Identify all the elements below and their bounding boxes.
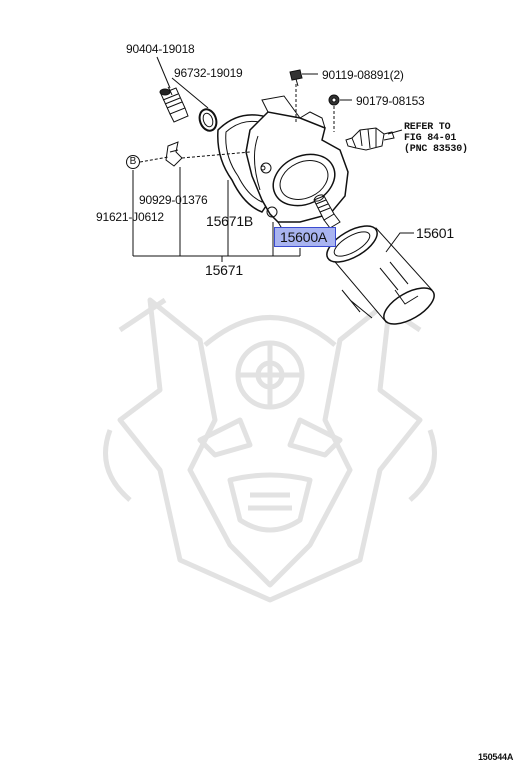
plug-part-icon: [159, 86, 189, 123]
part-label-90179-08153[interactable]: 90179-08153: [356, 94, 425, 108]
reference-line-3[interactable]: (PNC 83530): [404, 144, 468, 155]
reference-line-1: REFER TO: [404, 122, 451, 133]
highlighted-part-box: [274, 227, 336, 247]
part-label-15671b[interactable]: 15671B: [206, 213, 254, 229]
bolt-icon: [289, 69, 303, 87]
clip-icon: [165, 141, 183, 167]
oil-pressure-switch-icon: [345, 127, 395, 151]
diagram-code: 150544A: [478, 752, 514, 762]
part-label-15600a[interactable]: 15600A: [280, 229, 328, 245]
part-label-15601[interactable]: 15601: [416, 225, 454, 241]
part-label-96732-19019[interactable]: 96732-19019: [174, 66, 243, 80]
part-label-15671[interactable]: 15671: [205, 262, 243, 278]
nut-icon: [328, 94, 340, 106]
o-ring-icon: [198, 108, 218, 132]
part-label-91621-J0612[interactable]: 91621-J0612: [96, 210, 164, 224]
union-bolt-icon: [313, 194, 341, 229]
reference-line-2[interactable]: FIG 84-01: [404, 133, 457, 144]
reference-marker-b: B: [126, 155, 140, 169]
part-label-90929-01376[interactable]: 90929-01376: [139, 193, 208, 207]
part-label-90119-08891[interactable]: 90119-08891(2): [322, 68, 404, 82]
oil-filter-icon: [326, 225, 435, 325]
watermark-logo: [103, 297, 437, 603]
leader-lines: [132, 56, 414, 262]
part-label-90404-19018[interactable]: 90404-19018: [126, 42, 195, 56]
